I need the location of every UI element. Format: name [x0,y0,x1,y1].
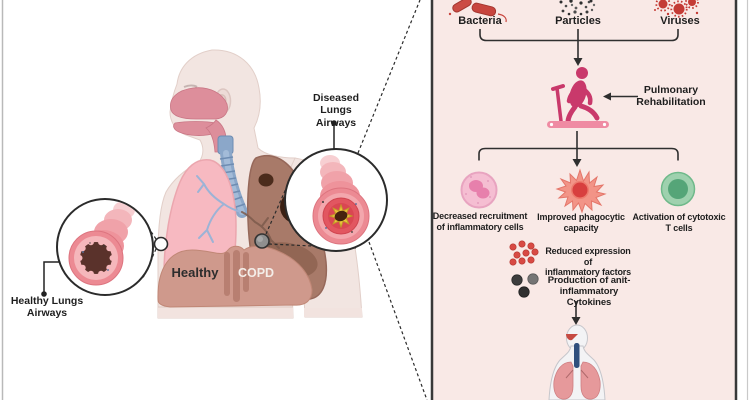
dark-dots-icon [511,273,539,298]
pulmonary-rehabilitation-line2: Rehabilitation [636,96,706,109]
healthy-lungs-airways-label: Healthy Lungs Airways [7,295,87,320]
torso-hem [158,307,293,318]
nasal-cavity [170,87,228,153]
pulmonary-rehab-arrow [603,92,638,101]
outcome3-line1: Activation of cytotoxic [632,212,726,222]
mediator2-line2: inflammatory Cytokines [559,286,619,309]
viruses-label: Viruses [660,15,700,27]
macrophage-icon [555,168,607,214]
diseased-lungs-airways-line2: Airways [315,116,357,129]
diseased-airway-icon [312,155,370,245]
outcome3-line2: T cells [665,222,693,233]
diseased-lungs-airways-label: Diseased Lungs Airways [296,92,376,129]
diseased-lungs-airways-line1: Diseased Lungs [312,92,360,117]
outcome-label-phagocytic: Improved phagocytic capacity [533,212,629,233]
converge-arrowhead [573,58,583,66]
healthy-airway-icon [68,201,135,286]
outcome2-line1: Improved phagocytic [537,212,625,222]
pulmonary-rehabilitation-label: Pulmonary Rehabilitation [626,84,716,109]
outcome2-line2: capacity [563,222,599,233]
bacteria-label: Bacteria [458,15,502,27]
outcome1-line2: of inflammatory cells [436,221,524,232]
down-arrow-bottom [571,301,581,325]
copd-lung-label: COPD [237,266,275,280]
trachea [217,135,248,218]
treadmill-runner-icon [547,67,609,128]
red-dots-icon [509,240,539,266]
mediator1-line2: inflammatory factors [544,267,632,278]
healthy-lung-marker-circle [153,236,169,252]
arm-hem [304,308,362,317]
callout-label-connectors [43,125,335,293]
inflammatory-cell-icon [460,171,498,209]
healthy-label-dot [41,291,47,297]
copd-lung-marker-circle [254,233,270,249]
healthy-lungs-airways-line2: Airways [26,307,68,320]
particles-icon [559,0,596,16]
human-respiratory-figure [548,324,606,400]
outcome-label-inflammatory-cells: Decreased recruitment of inflammatory ce… [431,211,529,232]
viruses-icon [654,0,699,18]
copd-lesion-small [258,173,274,187]
healthy-lungs-airways-line1: Healthy Lungs [10,295,84,307]
mediator-label-inflammatory-factors: Reduced expression of inflammatory facto… [542,246,634,278]
outcome1-line1: Decreased recruitment [432,211,528,221]
particles-label: Particles [555,15,601,27]
healthy-airway-magnifier [56,198,154,296]
healthy-lung-label: Healthy [171,265,219,280]
eyebrow [183,84,198,88]
magnifier-dashed-connectors [137,0,428,400]
mediator-label-cytokines: Production of anit- inflammatory Cytokin… [539,275,639,309]
outcome-label-t-cells: Activation of cytotoxic T cells [631,212,727,233]
split-bracket [478,131,679,161]
pulmonary-rehabilitation-line1: Pulmonary [643,84,699,96]
mediator2-line1: Production of anit- [547,275,631,286]
converge-bracket [479,29,679,59]
cytotoxic-t-cell-icon [660,171,696,207]
diseased-airway-magnifier [284,148,388,252]
bacteria-icon [448,0,507,23]
mediator1-line1: Reduced expression of [545,246,631,267]
trachea-ribs [219,156,246,209]
split-arrowhead [572,159,582,167]
copd-bronchial-tree [241,211,280,253]
flow-panel [430,0,738,400]
diseased-label-dot [331,120,337,126]
healthy-bronchial-tree [196,175,242,243]
